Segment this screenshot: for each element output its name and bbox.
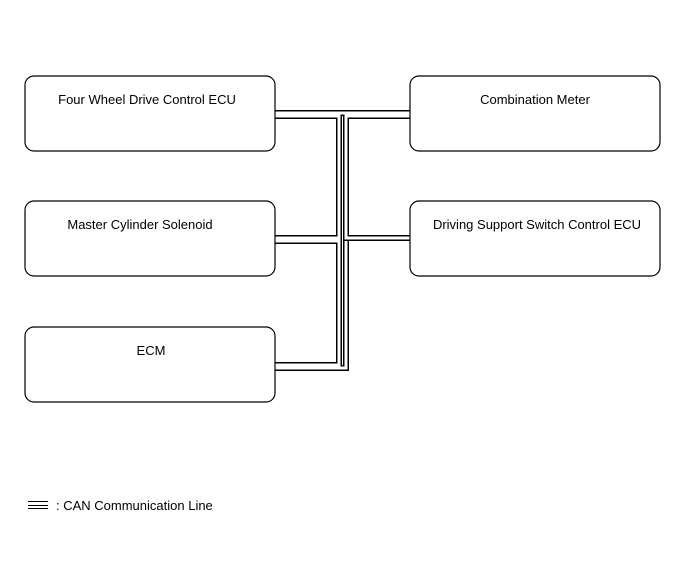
triple-line-icon <box>28 500 48 510</box>
legend-text: : CAN Communication Line <box>56 497 213 513</box>
can-bus-line-lower <box>275 238 342 368</box>
can-bus-line-ecm <box>275 241 349 371</box>
node-label: Four Wheel Drive Control ECU <box>58 92 236 107</box>
legend: : CAN Communication Line <box>28 496 213 514</box>
can-bus <box>275 110 410 371</box>
node-label: Master Cylinder Solenoid <box>67 217 212 232</box>
node-combination-meter: Combination Meter <box>409 75 661 152</box>
node-label: Combination Meter <box>480 92 590 107</box>
node-label: ECM <box>137 343 166 358</box>
node-master-cylinder-solenoid: Master Cylinder Solenoid <box>24 200 276 277</box>
node-ecm: ECM <box>24 326 276 403</box>
can-bus-line-main-right <box>343 113 410 241</box>
node-four-wheel-drive-control-ecu: Four Wheel Drive Control ECU <box>24 75 276 152</box>
can-bus-line-main-left <box>275 113 342 241</box>
node-label: Driving Support Switch Control ECU <box>433 217 641 232</box>
node-driving-support-switch-control-ecu: Driving Support Switch Control ECU <box>409 200 661 277</box>
